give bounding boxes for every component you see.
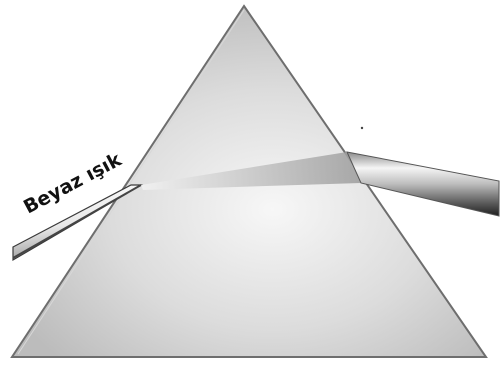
speck: [361, 127, 363, 129]
